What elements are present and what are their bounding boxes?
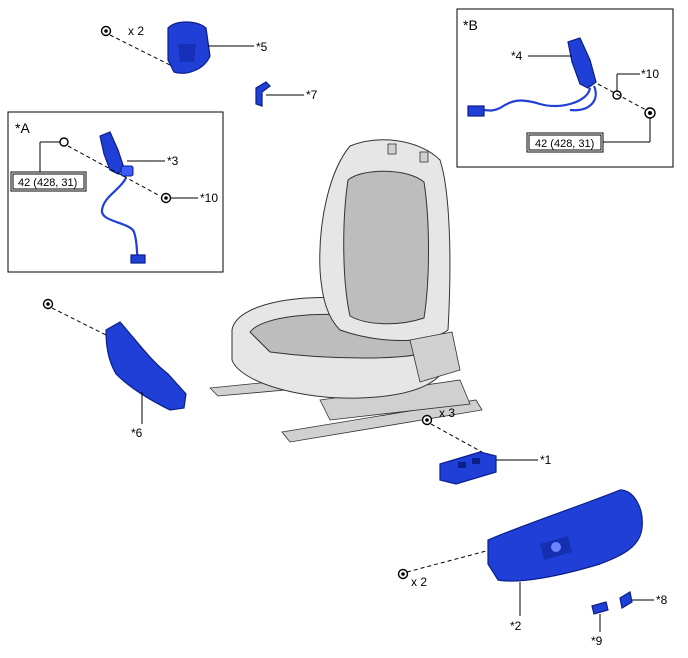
part-8-9-group: *8 *9 (591, 591, 668, 648)
callout-7: *7 (306, 88, 318, 102)
part-5-group: x 2 *5 (100, 21, 268, 74)
seat-belt-buckle-b (567, 37, 597, 89)
bolt-b-center (648, 111, 652, 115)
part-7-group: *7 (255, 81, 318, 107)
qty-5: x 2 (128, 24, 144, 38)
nut-b-10 (612, 90, 622, 100)
bolt-2-center (401, 572, 405, 576)
buckle-b-wire-2 (569, 85, 597, 112)
bolt-5-center (104, 29, 108, 33)
buckle-a-connector (130, 254, 146, 264)
bolt-6-center (46, 302, 50, 306)
headrest-post-right (419, 151, 429, 163)
part-5-dash (109, 34, 173, 67)
callout-9: *9 (591, 634, 603, 648)
inset-b-label: *B (463, 17, 478, 33)
part-2-dash (406, 549, 491, 573)
callout-8: *8 (656, 593, 668, 607)
seat-assembly (209, 139, 483, 443)
torque-value-a: 42 (428, 31) (18, 177, 77, 189)
bolt-1-center (425, 418, 429, 422)
buckle-b-connector (467, 105, 485, 117)
part-1-switch (439, 451, 497, 485)
headrest-post-left (387, 143, 397, 155)
qty-1: x 3 (439, 406, 455, 420)
callout-1: *1 (540, 453, 552, 467)
part-8-knob (619, 591, 633, 609)
part-5-cover (167, 21, 211, 74)
buckle-a-anchor (120, 165, 134, 177)
callout-2: *2 (510, 619, 522, 633)
callout-3: *3 (167, 154, 179, 168)
callout-5: *5 (256, 40, 268, 54)
qty-2: x 2 (411, 575, 427, 589)
callout-10a: *10 (200, 191, 218, 205)
torque-box-a-inner (12, 173, 85, 190)
part-6-group: *6 (42, 298, 187, 440)
seat-belt-buckle-a (99, 131, 125, 175)
callout-10b: *10 (641, 67, 659, 81)
part-1-group: x 3 *1 (421, 406, 552, 485)
part-5-shade (178, 44, 196, 62)
part-6-cover (105, 321, 187, 411)
inset-b-frame (456, 8, 674, 168)
buckle-a-wire (100, 177, 140, 259)
part-1-detail-b (472, 458, 480, 464)
part-6-dash (51, 307, 117, 341)
inset-b-dash (597, 83, 647, 111)
nut-a-10-center (164, 196, 168, 200)
nut-a-top (59, 137, 69, 147)
part-9-knob (591, 601, 609, 615)
torque-box-a-outer (10, 171, 87, 192)
part-2-side-cover (487, 489, 643, 582)
inset-a-dash (67, 145, 161, 197)
buckle-b-wire (481, 87, 592, 112)
inset-a: *A 42 (428, 31) *3 *10 (7, 111, 224, 273)
callout-6: *6 (131, 426, 143, 440)
torque-box-b-inner (528, 134, 602, 151)
torque-value-b: 42 (428, 31) (535, 138, 594, 150)
part-1-dash (430, 423, 483, 453)
inset-a-frame (7, 111, 224, 273)
part-7-clip (255, 81, 271, 107)
callout-4: *4 (511, 49, 523, 63)
part-1-detail-a (458, 462, 466, 468)
inset-b: *B *4 *10 42 (428, 31) (456, 8, 674, 168)
inset-a-label: *A (15, 120, 30, 136)
part-2-knob (551, 542, 561, 552)
seat-back-center (343, 170, 429, 325)
part-2-group: x 2 *2 (397, 489, 643, 633)
recliner-mechanism (409, 331, 461, 383)
